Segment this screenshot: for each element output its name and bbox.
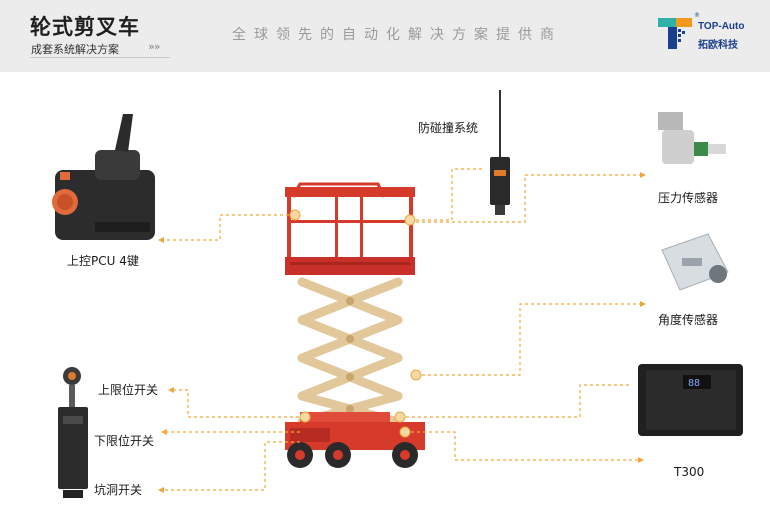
limit-switch-icon: [58, 367, 88, 498]
double-chevron-icon: »»: [148, 40, 161, 53]
anti-collision-label: 防碰撞系统: [418, 120, 478, 135]
page-subtitle: 成套系统解决方案: [31, 43, 119, 56]
page-title: 轮式剪叉车: [30, 15, 140, 39]
logo-text-en: TOP-Auto: [698, 21, 745, 32]
t300-label: T300: [673, 465, 704, 479]
angle-sensor-icon: [661, 233, 729, 291]
logo-registered-mark: ®: [694, 12, 700, 19]
scissor-lift-illustration: [285, 182, 425, 468]
pressure-sensor-icon: [658, 112, 726, 164]
subtitle-underline: [30, 57, 170, 58]
anti-collision-switch-icon: [490, 90, 510, 215]
pcu-joystick-icon: [52, 114, 155, 240]
system-diagram: 88 上控PCU 4键 防碰撞系统 压力传感器 角度传感器 T300 上限位开关…: [0, 72, 770, 507]
diagram-canvas: 88 上控PCU 4键 防碰撞系统 压力传感器 角度传感器 T300 上限位开关…: [52, 90, 743, 498]
connector-arrowheads: [158, 172, 646, 493]
pcu-label: 上控PCU 4键: [67, 254, 139, 268]
t300-controller-icon: 88: [638, 364, 743, 436]
upper-limit-label: 上限位开关: [98, 382, 158, 397]
header-banner: 轮式剪叉车 成套系统解决方案 »» 全球领先的自动化解决方案提供商 ® TOP-…: [0, 0, 770, 72]
pit-switch-label: 坑洞开关: [94, 482, 142, 497]
connection-points: [289, 209, 422, 438]
connector-lines: [162, 168, 642, 491]
company-slogan: 全球领先的自动化解决方案提供商: [232, 27, 562, 43]
logo-text-cn: 拓欧科技: [698, 40, 738, 51]
pressure-sensor-label: 压力传感器: [658, 190, 718, 205]
controller-display: 88: [688, 378, 700, 389]
angle-sensor-label: 角度传感器: [658, 312, 718, 327]
logo-mark-icon: [658, 18, 692, 49]
lower-limit-label: 下限位开关: [94, 433, 154, 448]
company-logo: ® TOP-Auto 拓欧科技: [650, 12, 760, 62]
